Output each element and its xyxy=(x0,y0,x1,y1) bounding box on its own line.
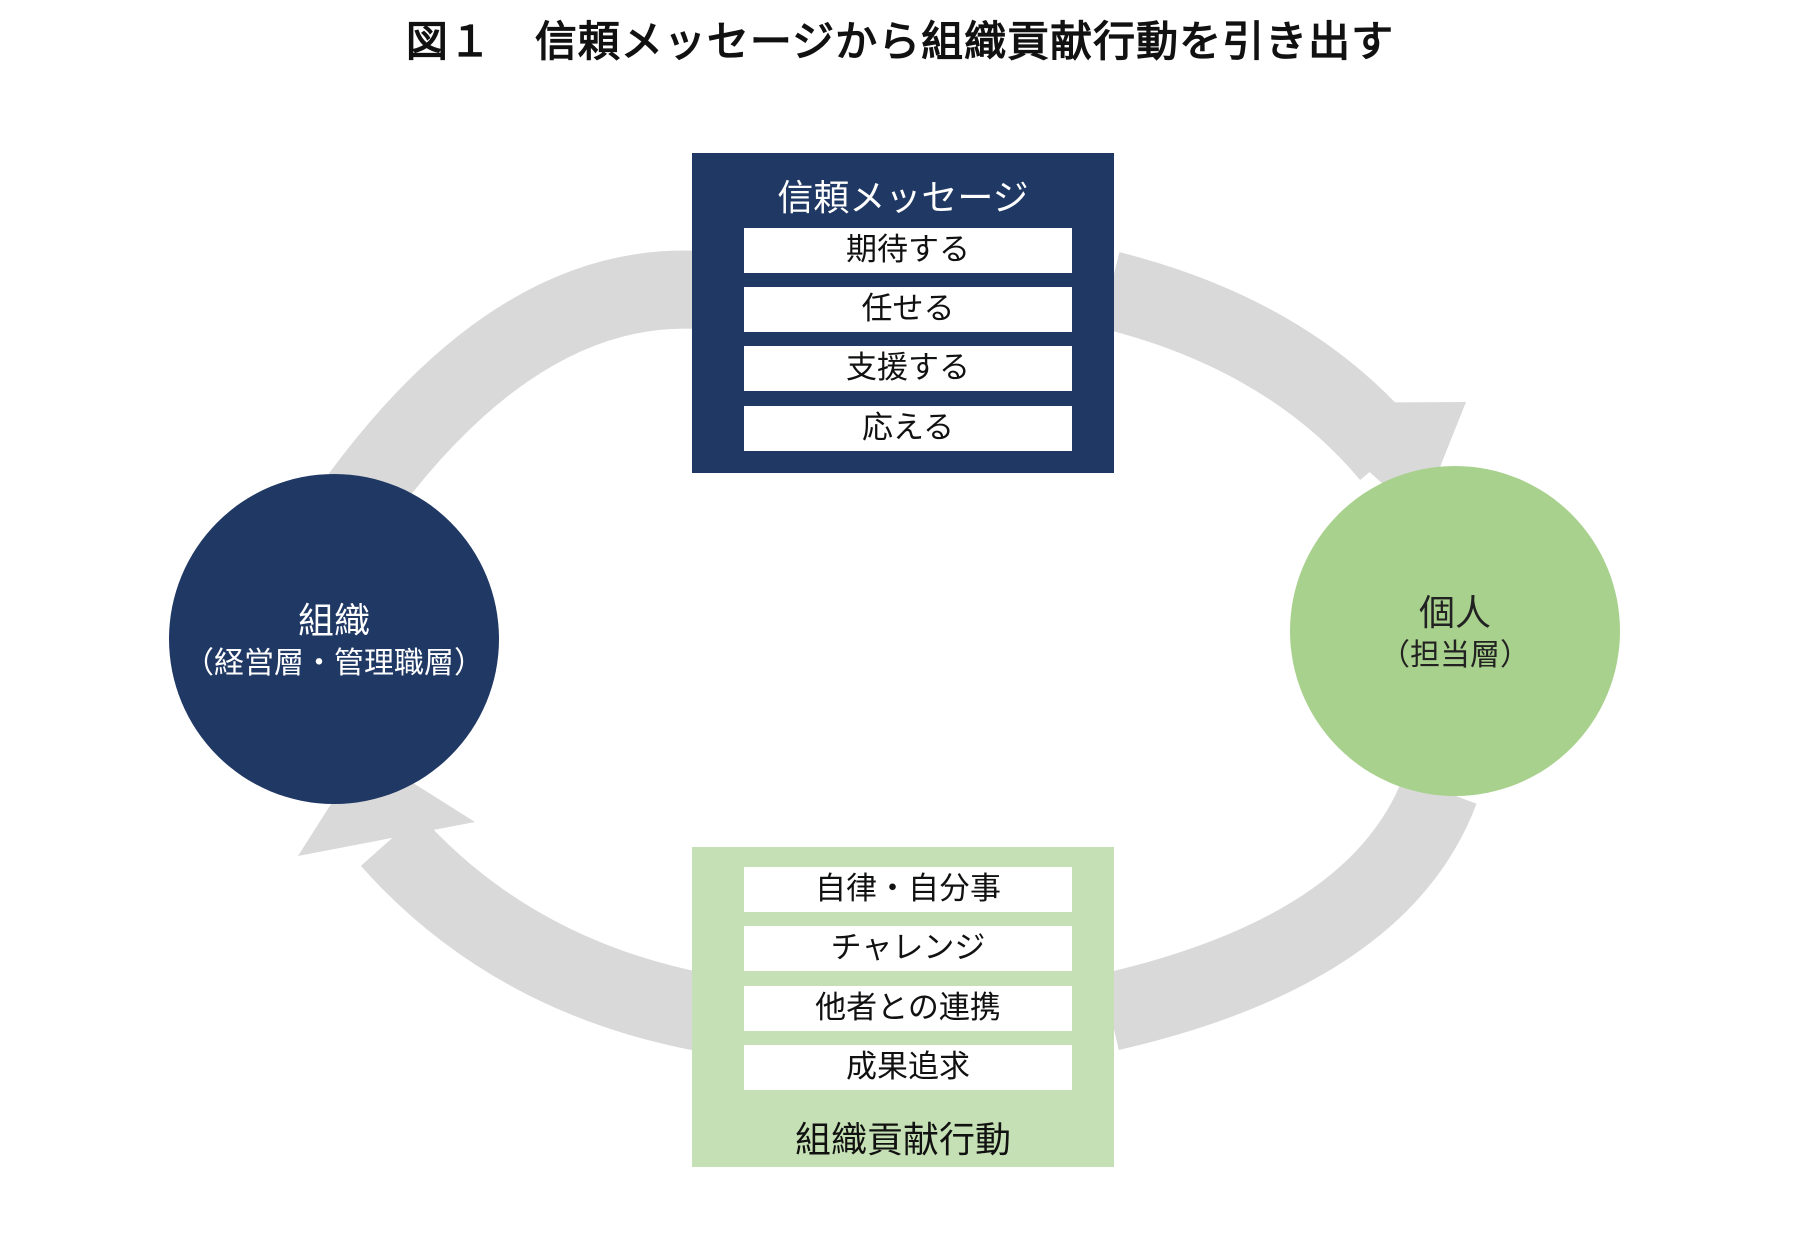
trust-item: 応える xyxy=(744,406,1072,451)
individual-label: 個人 xyxy=(1418,593,1491,634)
individual-circle: 個人 （担当層） xyxy=(1290,466,1620,796)
trust-item: 支援する xyxy=(744,346,1072,391)
trust-item: 期待する xyxy=(744,228,1072,273)
arc-top-left xyxy=(328,250,703,521)
arc-bottom-right xyxy=(1101,775,1477,1051)
figure-title: 図１ 信頼メッセージから組織貢献行動を引き出す xyxy=(405,17,1395,66)
contribution-heading: 組織貢献行動 xyxy=(794,1120,1011,1161)
individual-sublabel: （担当層） xyxy=(1380,638,1530,673)
trust-message-box: 信頼メッセージ 期待する 任せる 支援する 応える xyxy=(692,153,1114,473)
organization-circle: 組織 （経営層・管理職層） xyxy=(169,474,499,804)
contribution-item: チャレンジ xyxy=(744,926,1072,971)
arc-bottom-left xyxy=(360,813,708,1051)
organization-label: 組織 xyxy=(297,601,370,642)
contribution-box: 自律・自分事 チャレンジ 他者との連携 成果追求 組織貢献行動 xyxy=(692,847,1114,1167)
contribution-item: 自律・自分事 xyxy=(744,867,1072,912)
trust-item: 任せる xyxy=(744,287,1072,332)
arrowhead-left xyxy=(298,752,475,856)
organization-sublabel: （経営層・管理職層） xyxy=(184,646,484,681)
trust-message-heading: 信頼メッセージ xyxy=(777,178,1029,219)
contribution-item: 成果追求 xyxy=(744,1045,1072,1090)
contribution-item: 他者との連携 xyxy=(744,986,1072,1031)
